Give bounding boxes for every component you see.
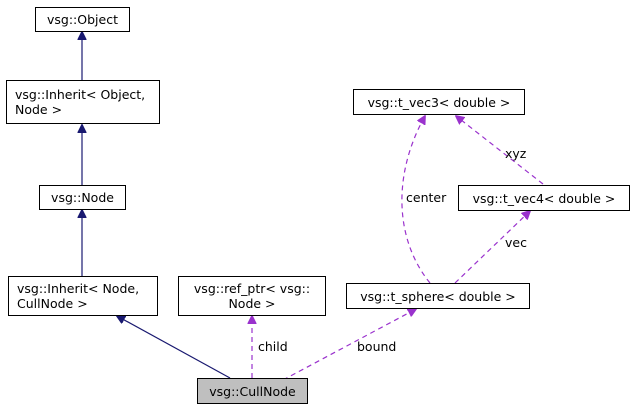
node-vsg-t-vec3[interactable]: vsg::t_vec3< double > xyxy=(353,89,525,115)
edge-cullnode-to-sphere xyxy=(282,309,416,381)
node-label-line: vsg::t_vec3< double > xyxy=(367,94,511,110)
edge-sphere-to-vec3 xyxy=(401,116,431,284)
node-label-line: vsg::t_vec4< double > xyxy=(472,190,616,206)
node-label-line: vsg::CullNode xyxy=(209,383,296,399)
edge-label-center: center xyxy=(406,190,447,205)
node-vsg-inherit-node-cullnode[interactable]: vsg::Inherit< Node, CullNode > xyxy=(8,276,158,316)
node-vsg-t-sphere[interactable]: vsg::t_sphere< double > xyxy=(346,283,530,309)
node-label-line: vsg::Inherit< Node, xyxy=(17,281,140,296)
node-label-line: CullNode > xyxy=(17,296,88,311)
node-vsg-inherit-object-node[interactable]: vsg::Inherit< Object, Node > xyxy=(6,80,160,124)
node-label-line: vsg::t_sphere< double > xyxy=(360,288,516,304)
node-label-line: vsg::Object xyxy=(47,12,118,27)
edge-cullnode-to-inherit-node xyxy=(117,316,231,379)
node-vsg-object[interactable]: vsg::Object xyxy=(35,7,130,32)
node-label-line: vsg::ref_ptr< vsg:: xyxy=(193,281,311,296)
node-vsg-t-vec4[interactable]: vsg::t_vec4< double > xyxy=(458,185,630,211)
node-label-line: Node > xyxy=(15,102,63,117)
edge-label-child: child xyxy=(258,339,288,354)
node-vsg-ref-ptr[interactable]: vsg::ref_ptr< vsg:: Node > xyxy=(178,276,326,316)
edge-label-xyz: xyz xyxy=(505,146,527,161)
node-label-line: vsg::Node xyxy=(51,190,114,205)
edge-label-vec: vec xyxy=(505,235,527,250)
node-vsg-cullnode[interactable]: vsg::CullNode xyxy=(197,378,308,404)
edge-label-bound: bound xyxy=(357,339,397,354)
edge-vec4-to-vec3 xyxy=(456,116,544,185)
node-label-line: Node > xyxy=(228,296,276,311)
node-label-line: vsg::Inherit< Object, xyxy=(15,87,146,102)
node-vsg-node[interactable]: vsg::Node xyxy=(39,185,126,210)
